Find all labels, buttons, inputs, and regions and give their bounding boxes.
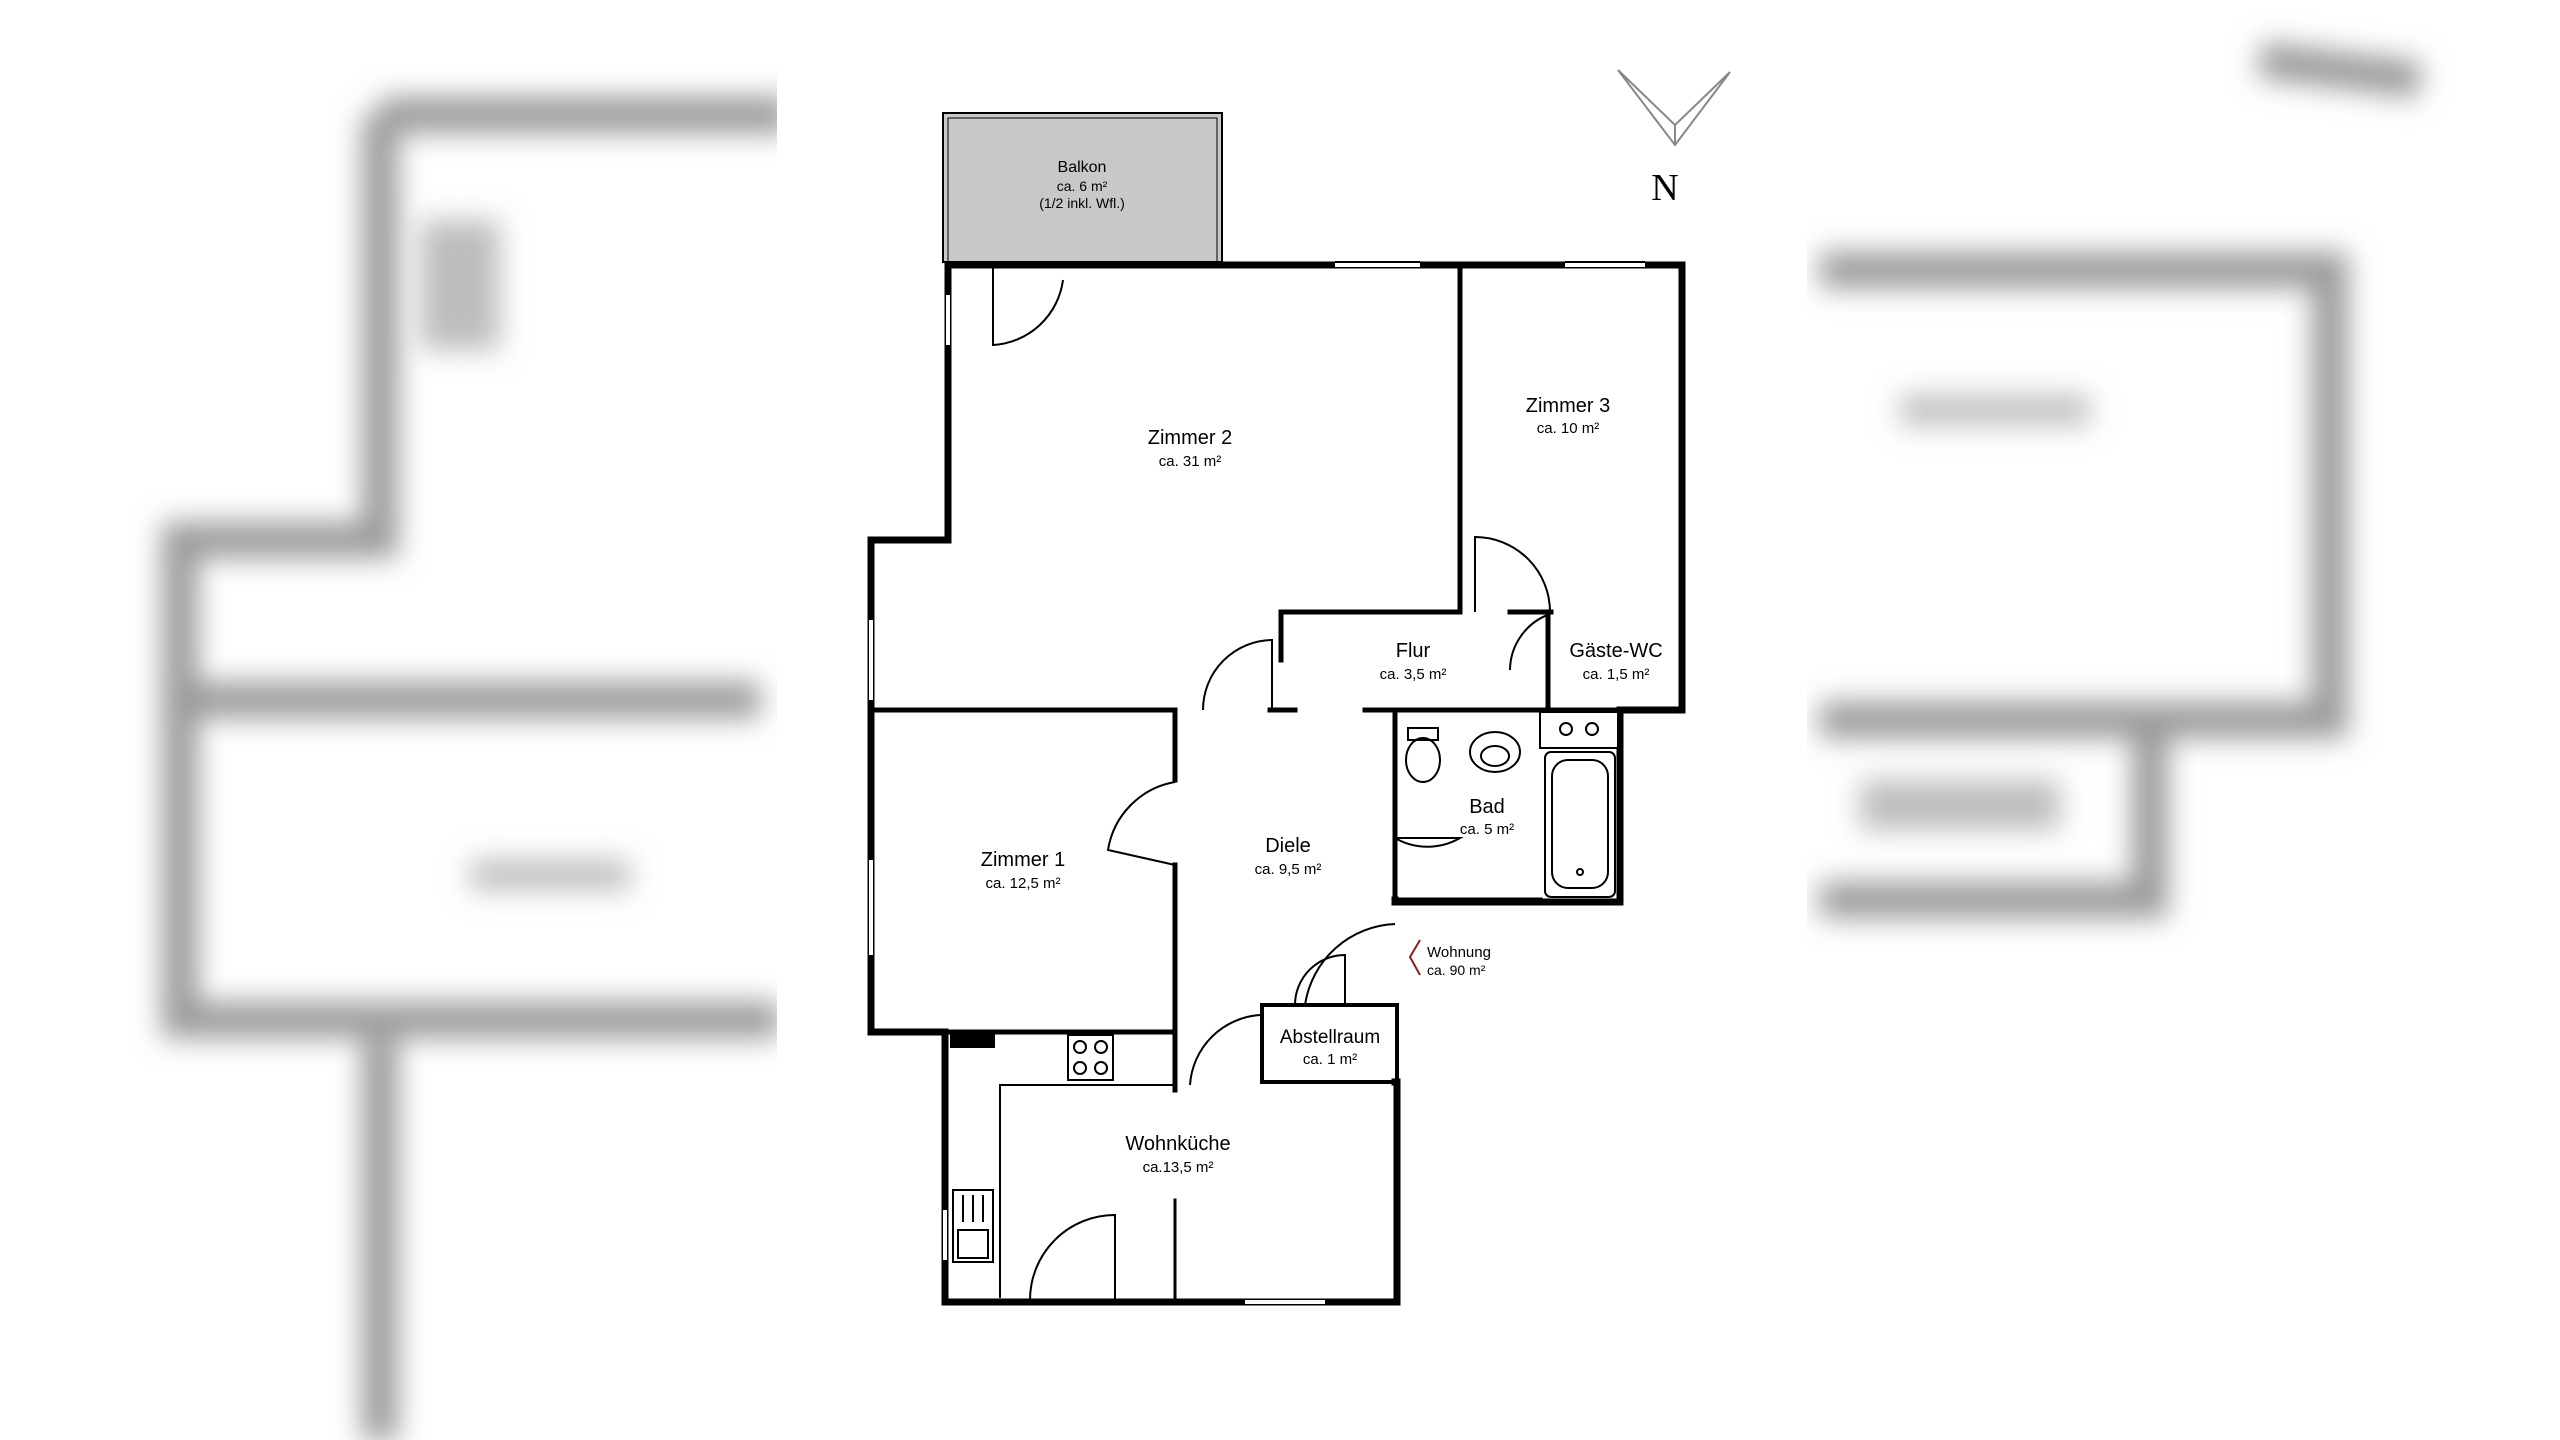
door-balcony: [992, 268, 1064, 347]
zimmer3-name: Zimmer 3: [1526, 395, 1610, 417]
balkon-area: ca. 6 m²: [1057, 178, 1108, 194]
apartment-name: Wohnung: [1427, 944, 1491, 961]
zimmer1-name: Zimmer 1: [981, 849, 1065, 871]
door-kitchen: [1189, 1014, 1261, 1086]
apartment-area: ca. 90 m²: [1427, 962, 1486, 978]
outer-wall-west-upper: [867, 261, 952, 1036]
bathtub-drain: [1576, 868, 1584, 876]
wall-abstellraum: [1260, 1003, 1399, 1084]
washbasin: [1469, 731, 1521, 773]
flur-name: Flur: [1396, 640, 1431, 662]
door-abstellraum: [1294, 953, 1346, 1006]
bath-sink-basin-1: [1559, 722, 1573, 736]
balcony-area: [942, 112, 1223, 263]
floor-plan-panel: N Balkon ca. 6 m² (1/2 inkl. Wfl.) Zimme…: [777, 0, 1807, 1440]
wall-flur-top: [1278, 609, 1463, 663]
washbasin-inner: [1480, 745, 1510, 767]
toilet-bowl: [1405, 737, 1441, 783]
door-zimmer3: [1474, 535, 1551, 613]
wohnkueche-name: Wohnküche: [1125, 1133, 1230, 1155]
chimney: [950, 1032, 995, 1048]
burner-1: [1073, 1040, 1087, 1054]
zimmer2-name: Zimmer 2: [1148, 427, 1232, 449]
burner-2: [1094, 1040, 1108, 1054]
door-entrance: [1304, 923, 1396, 1006]
gaeste-wc-area: ca. 1,5 m²: [1583, 666, 1650, 683]
gaeste-wc-name: Gäste-WC: [1569, 640, 1662, 662]
door-zimmer1: [1106, 781, 1176, 866]
diele-area: ca. 9,5 m²: [1255, 861, 1322, 878]
diele-name: Diele: [1265, 835, 1311, 857]
balkon-note: (1/2 inkl. Wfl.): [1039, 195, 1125, 211]
bad-area: ca. 5 m²: [1460, 821, 1514, 838]
door-zimmer2-diele: [1202, 638, 1273, 711]
entrance-arrow-icon: [1408, 939, 1421, 976]
flur-area: ca. 3,5 m²: [1380, 666, 1447, 683]
zimmer1-area: ca. 12,5 m²: [985, 875, 1060, 892]
bath-sink-basin-2: [1585, 722, 1599, 736]
abstellraum-area: ca. 1 m²: [1303, 1051, 1357, 1068]
floor-plan: N Balkon ca. 6 m² (1/2 inkl. Wfl.) Zimme…: [867, 69, 1731, 1306]
cooktop: [1067, 1034, 1114, 1081]
burner-4: [1094, 1061, 1108, 1075]
sink-basin: [957, 1229, 989, 1259]
abstellraum-name: Abstellraum: [1280, 1027, 1380, 1048]
zimmer3-area: ca. 10 m²: [1537, 420, 1600, 437]
bad-name: Bad: [1469, 796, 1505, 818]
door-wc: [1509, 613, 1551, 671]
compass-north-label: N: [1651, 167, 1678, 209]
zimmer2-area: ca. 31 m²: [1159, 453, 1222, 470]
bath-sink-counter: [1539, 711, 1619, 749]
door-bad: [1394, 837, 1464, 848]
toilet-tank: [1407, 727, 1439, 741]
burner-3: [1073, 1061, 1087, 1075]
door-kitchen-lower: [1029, 1213, 1116, 1301]
wohnkueche-area: ca.13,5 m²: [1143, 1159, 1214, 1176]
compass-rose: [1617, 69, 1731, 147]
bathtub: [1544, 751, 1616, 898]
kitchen-counter: [999, 1084, 1175, 1298]
balkon-name: Balkon: [1058, 159, 1107, 176]
bathtub-inner: [1551, 759, 1609, 889]
